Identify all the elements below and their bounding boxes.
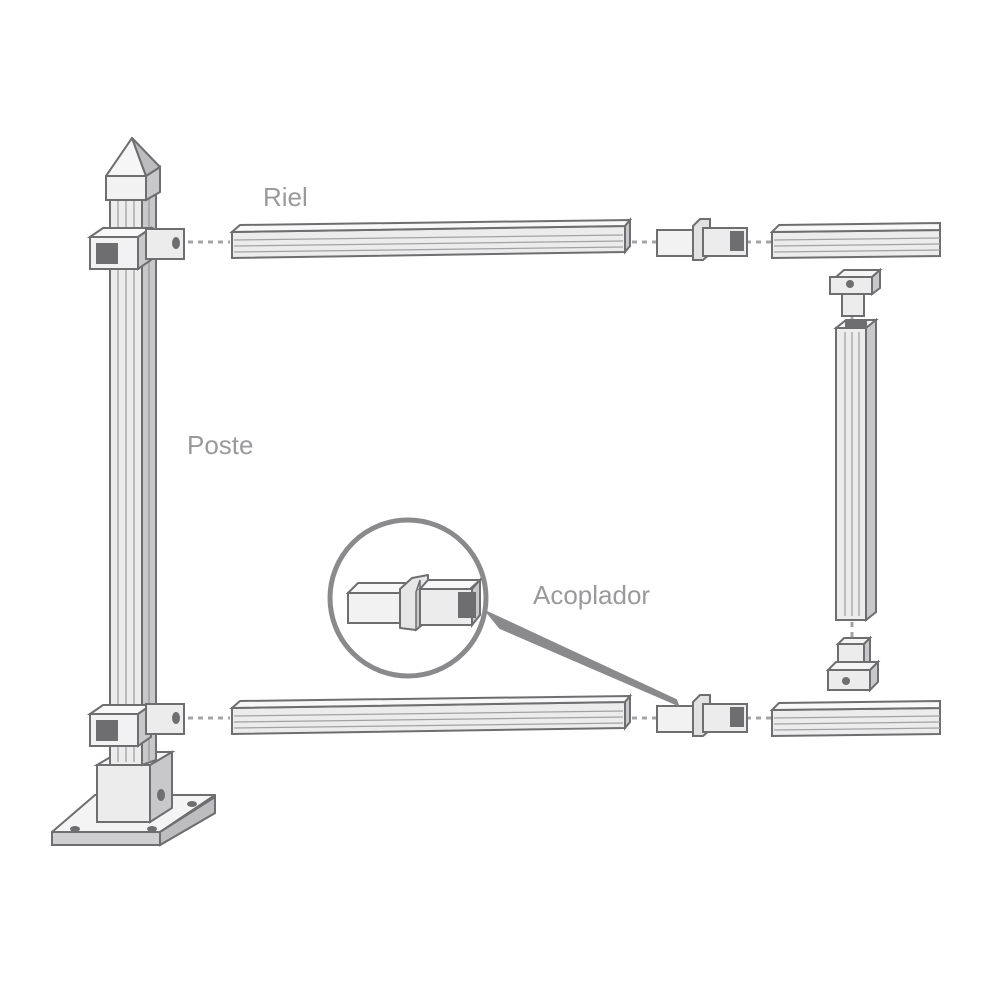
top-rail [229,217,633,260]
post-body [109,183,157,767]
base-plate-hole [147,826,157,832]
coupler-label: Acoplador [533,580,650,610]
top-rail-segment-right [769,221,941,260]
set-screw-hole [172,237,180,249]
set-screw-hole [157,789,165,801]
bottom-rail [229,693,633,736]
bracket-screw-hole [842,677,850,685]
coupler-magnifier-callout [327,517,679,706]
bracket-screw-hole [846,280,854,288]
baluster [833,317,879,623]
top-coupler [656,218,748,261]
base-plate-hole [70,826,80,832]
post-assembly [51,137,216,847]
post-top-fitting [86,226,185,271]
base-plate-hole [187,801,197,807]
bottom-coupler [656,694,748,737]
magnified-coupler [345,574,483,632]
post-bottom-fitting [86,703,185,748]
upper-baluster-bracket [829,267,883,317]
post-label: Poste [187,430,254,460]
lower-baluster-bracket [825,635,881,693]
rail-label: Riel [263,182,308,212]
set-screw-hole [172,712,180,724]
magnifier-pointer [486,611,679,706]
alignment-guides [188,240,854,720]
bottom-rail-segment-right [769,699,941,738]
post-cap [105,137,161,202]
